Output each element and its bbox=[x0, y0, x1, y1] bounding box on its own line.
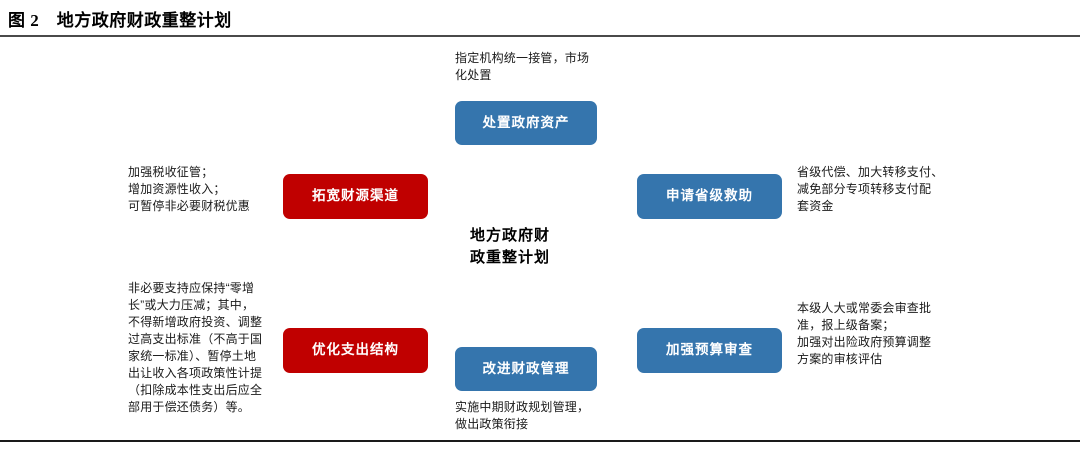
footer-divider bbox=[0, 440, 1080, 442]
figure-header: 图 2 地方政府财政重整计划 bbox=[0, 0, 1080, 36]
note-fiscal-management: 实施中期财政规划管理， 做出政策衔接 bbox=[455, 400, 590, 431]
node-budget-review[interactable]: 加强预算审查 bbox=[637, 328, 782, 373]
note-revenue: 加强税收征管； 增加资源性收入； 可暂停非必要财税优惠 bbox=[128, 165, 251, 213]
note-expenditure: 非必要支持应保持“零增 长”或大力压减；其中， 不得新增政府投资、调整 过高支出… bbox=[128, 281, 263, 414]
node-fiscal-management[interactable]: 改进财政管理 bbox=[455, 347, 597, 391]
header-divider bbox=[0, 35, 1080, 37]
note-provincial-aid: 省级代偿、加大转移支付、 减免部分专项转移支付配 套资金 bbox=[797, 165, 944, 213]
node-assets[interactable]: 处置政府资产 bbox=[455, 101, 597, 145]
figure-title: 图 2 地方政府财政重整计划 bbox=[8, 10, 232, 30]
node-provincial-aid[interactable]: 申请省级救助 bbox=[637, 174, 782, 219]
diagram-center-title: 地方政府财 政重整计划 bbox=[470, 227, 551, 266]
node-revenue[interactable]: 拓宽财源渠道 bbox=[283, 174, 428, 219]
node-expenditure[interactable]: 优化支出结构 bbox=[283, 328, 428, 373]
diagram-canvas: 指定机构统一接管，市场 化处置 处置政府资产 加强税收征管； 增加资源性收入； … bbox=[0, 37, 1080, 440]
note-budget-review: 本级人大或常委会审查批 准，报上级备案； 加强对出险政府预算调整 方案的审核评估 bbox=[797, 301, 932, 366]
source-note bbox=[4, 443, 1004, 455]
note-assets: 指定机构统一接管，市场 化处置 bbox=[455, 51, 590, 82]
